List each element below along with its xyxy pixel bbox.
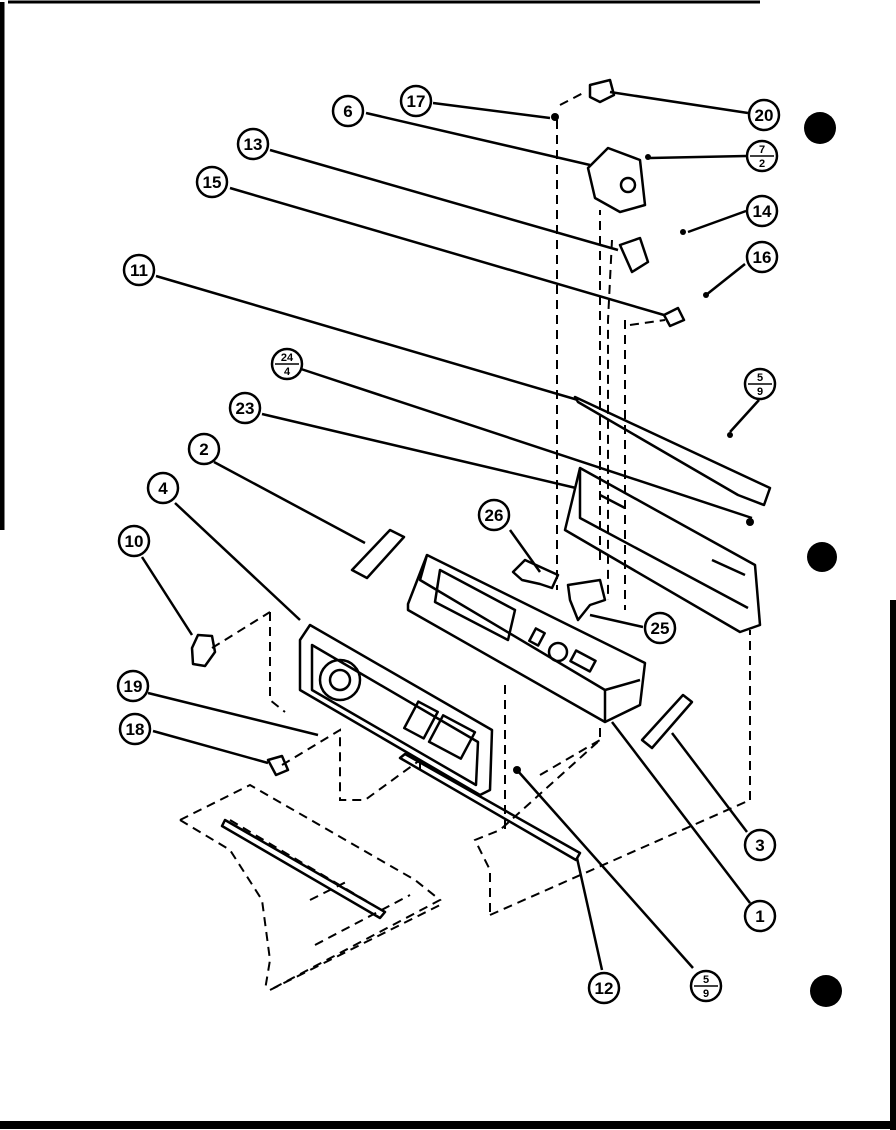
binder-hole-middle [807, 542, 837, 572]
fraction-callout-5-9-upper: 5 9 [743, 367, 777, 401]
screw-5-9-lower [513, 766, 521, 774]
part-6-timer [586, 146, 647, 214]
svg-text:25: 25 [651, 619, 670, 638]
binder-hole-bottom [810, 975, 842, 1007]
svg-text:6: 6 [343, 102, 352, 121]
binder-holes [804, 112, 842, 1007]
svg-text:5: 5 [703, 974, 709, 986]
svg-text:13: 13 [244, 135, 263, 154]
svg-text:26: 26 [485, 506, 504, 525]
callout-4: 4 [146, 471, 180, 505]
svg-text:18: 18 [126, 720, 145, 739]
svg-text:9: 9 [757, 386, 763, 398]
screw-7-2 [645, 154, 651, 160]
svg-text:23: 23 [236, 399, 255, 418]
svg-text:16: 16 [753, 248, 772, 267]
svg-text:24: 24 [281, 352, 294, 364]
part-4-front-panel [298, 623, 494, 797]
screw-5-9-upper [727, 432, 733, 438]
part-outlines [190, 78, 772, 920]
callout-18: 18 [118, 712, 152, 746]
svg-text:4: 4 [284, 366, 291, 378]
leader-lines [140, 90, 760, 971]
svg-text:10: 10 [125, 532, 144, 551]
callout-26: 26 [477, 498, 511, 532]
part-24-screw [746, 518, 754, 526]
callout-12: 12 [587, 971, 621, 1005]
part-14-screw [680, 229, 686, 235]
callout-13: 13 [236, 127, 270, 161]
callout-17: 17 [399, 84, 433, 118]
svg-text:9: 9 [703, 988, 709, 1000]
part-26-bracket [511, 558, 560, 590]
part-13-switch [618, 236, 650, 274]
svg-text:14: 14 [753, 202, 772, 221]
svg-text:12: 12 [595, 979, 614, 998]
part-10-knob [190, 633, 217, 668]
callout-2: 2 [187, 432, 221, 466]
callout-14: 14 [745, 194, 779, 228]
svg-text:2: 2 [759, 158, 765, 170]
part-11-trim [573, 395, 772, 507]
part-23-back-panel [563, 466, 762, 634]
callout-20: 20 [747, 98, 781, 132]
screws [513, 113, 754, 774]
part-17-screw [551, 113, 559, 121]
callout-25: 25 [643, 611, 677, 645]
svg-text:3: 3 [755, 836, 764, 855]
part-18-knob [266, 754, 290, 777]
part-25-bracket [566, 578, 607, 622]
fraction-callout-5-9-lower: 5 9 [689, 969, 723, 1003]
phantom-lines [179, 91, 751, 991]
svg-text:20: 20 [755, 106, 774, 125]
callout-19: 19 [116, 669, 150, 703]
svg-text:5: 5 [757, 372, 763, 384]
callout-3: 3 [743, 828, 777, 862]
part-20-connector [588, 78, 616, 104]
callout-1: 1 [743, 899, 777, 933]
fraction-callout-24-4: 24 4 [270, 347, 304, 381]
callout-10: 10 [117, 524, 151, 558]
callout-23: 23 [228, 391, 262, 425]
part-15-clip [662, 306, 686, 328]
svg-text:11: 11 [130, 261, 148, 280]
callout-15: 15 [195, 165, 229, 199]
svg-text:19: 19 [124, 677, 143, 696]
fraction-callout-7-2: 7 2 [745, 139, 779, 173]
svg-text:2: 2 [199, 440, 208, 459]
svg-text:15: 15 [203, 173, 222, 192]
svg-text:1: 1 [755, 907, 764, 926]
part-2-end-cap [350, 528, 406, 580]
svg-text:7: 7 [759, 144, 765, 156]
binder-hole-top [804, 112, 836, 144]
part-16-screw [703, 292, 709, 298]
part-12-strip [398, 752, 582, 862]
svg-text:4: 4 [158, 479, 168, 498]
callout-16: 16 [745, 240, 779, 274]
svg-text:17: 17 [407, 92, 426, 111]
part-3-end-cap [640, 693, 694, 750]
callout-6: 6 [331, 94, 365, 128]
callout-11: 11 [122, 253, 156, 287]
